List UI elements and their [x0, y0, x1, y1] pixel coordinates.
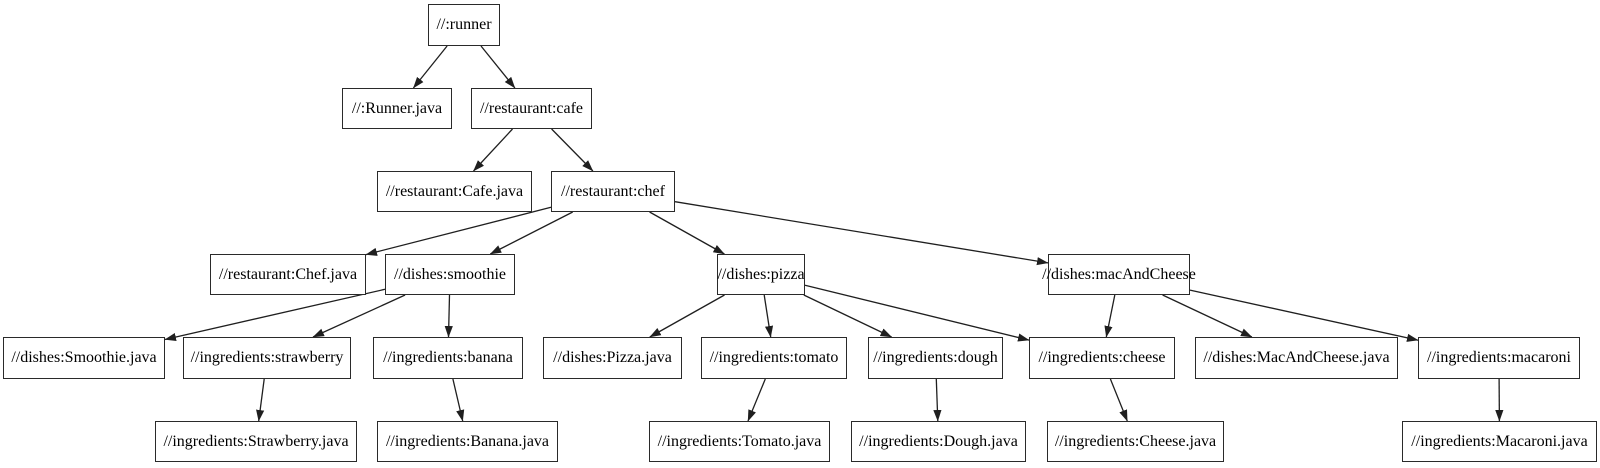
graph-node-tomato: //ingredients:tomato [701, 337, 847, 379]
graph-node-pizza: //dishes:pizza [717, 254, 805, 295]
graph-node-macaroni_java: //ingredients:Macaroni.java [1402, 421, 1597, 462]
graph-node-chef: //restaurant:chef [551, 171, 675, 212]
graph-node-runner: //:runner [428, 4, 500, 46]
graph-node-cafe_java: //restaurant:Cafe.java [377, 171, 532, 212]
graph-node-pizza_java: //dishes:Pizza.java [543, 337, 682, 379]
graph-edge-pizza-to-tomato [763, 294, 774, 338]
graph-edge-chef-to-smoothie [489, 211, 573, 255]
graph-node-cheese_java: //ingredients:Cheese.java [1047, 421, 1224, 462]
graph-edge-pizza-to-cheese [804, 284, 1030, 342]
graph-node-runner_java: //:Runner.java [342, 88, 452, 129]
graph-edge-macandcheese-to-macandcheese_java [1162, 294, 1253, 338]
graph-edge-cafe-to-cafe_java [473, 128, 513, 172]
graph-node-banana_java: //ingredients:Banana.java [377, 421, 558, 462]
graph-edge-chef-to-chef_java [365, 206, 552, 256]
graph-node-dough_java: //ingredients:Dough.java [851, 421, 1026, 462]
graph-edge-pizza-to-pizza_java [649, 294, 725, 338]
graph-edge-cafe-to-chef [551, 128, 594, 172]
graph-node-banana: //ingredients:banana [373, 337, 523, 379]
graph-node-macandcheese_java: //dishes:MacAndCheese.java [1195, 337, 1398, 379]
graph-edge-smoothie-to-strawberry [312, 294, 406, 338]
graph-node-strawberry: //ingredients:strawberry [183, 337, 351, 379]
graph-edge-dough-to-dough_java [933, 378, 942, 422]
graph-node-chef_java: //restaurant:Chef.java [210, 254, 366, 295]
graph-node-smoothie: //dishes:smoothie [385, 254, 515, 295]
graph-node-cafe: //restaurant:cafe [471, 88, 592, 129]
graph-node-macandcheese: //dishes:macAndCheese [1042, 254, 1196, 295]
graph-node-tomato_java: //ingredients:Tomato.java [649, 421, 830, 462]
graph-edge-macandcheese-to-macaroni [1189, 289, 1419, 342]
graph-edge-pizza-to-dough [803, 294, 893, 338]
graph-edge-banana-to-banana_java [452, 378, 465, 422]
graph-node-smoothie_java: //dishes:Smoothie.java [3, 337, 165, 379]
graph-edge-runner-to-runner_java [412, 45, 448, 89]
graph-edge-chef-to-pizza [649, 211, 725, 255]
graph-edge-cheese-to-cheese_java [1109, 378, 1128, 422]
graph-edge-strawberry-to-strawberry_java [256, 378, 265, 422]
graph-edge-smoothie-to-banana [444, 294, 453, 338]
graph-edge-macandcheese-to-cheese [1104, 294, 1116, 338]
graph-edge-runner-to-cafe [480, 45, 516, 89]
graph-node-dough: //ingredients:dough [868, 337, 1003, 379]
graph-edge-tomato-to-tomato_java [747, 378, 766, 422]
graph-node-cheese: //ingredients:cheese [1029, 337, 1175, 379]
graph-node-strawberry_java: //ingredients:Strawberry.java [155, 421, 357, 462]
graph-edge-smoothie-to-smoothie_java [164, 288, 386, 342]
graph-node-macaroni: //ingredients:macaroni [1418, 337, 1580, 379]
